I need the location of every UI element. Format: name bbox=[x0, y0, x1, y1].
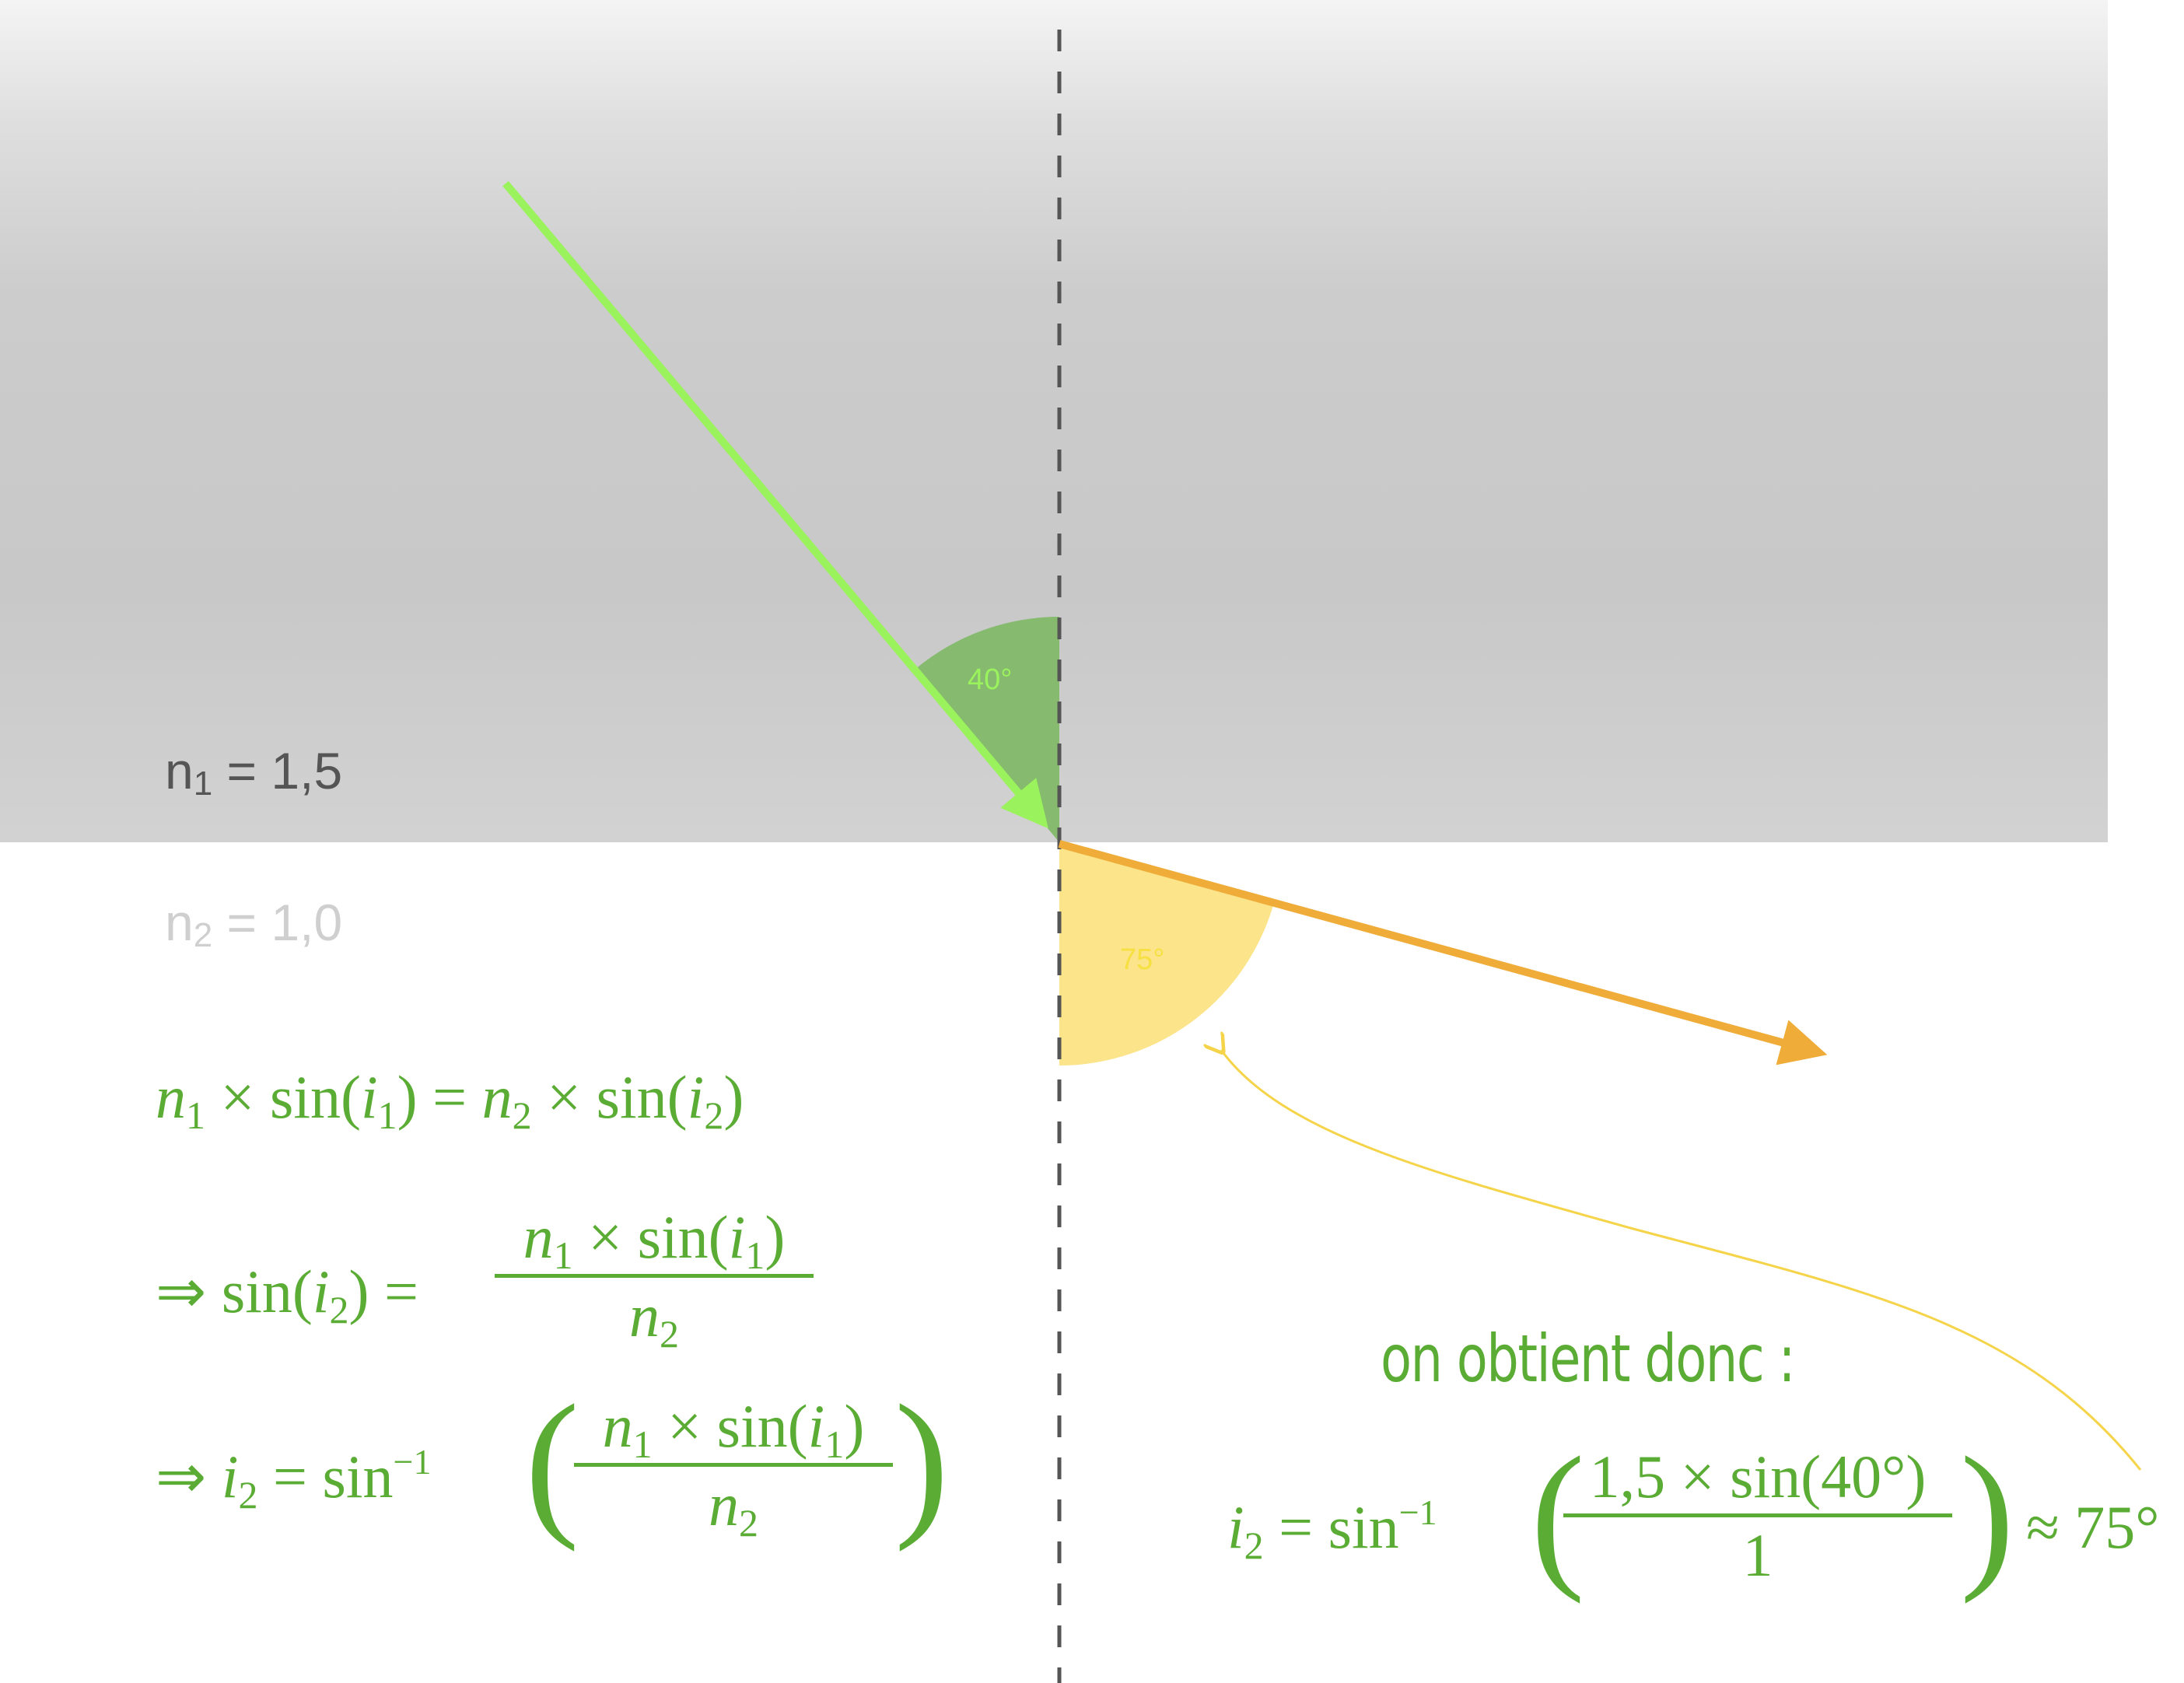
refracted-angle-label: 75° bbox=[1120, 943, 1165, 976]
incident-ray bbox=[502, 180, 1048, 829]
incident-angle-sector bbox=[915, 617, 1059, 842]
result-approx: ≈ 75° bbox=[2026, 1493, 2160, 1561]
conclusion-text: on obtient donc : bbox=[1381, 1321, 1796, 1397]
result-denominator: 1 bbox=[1742, 1521, 1773, 1589]
step2-numerator: n1 × sin(i1) bbox=[495, 1207, 814, 1278]
incident-angle-label: 40° bbox=[968, 663, 1013, 696]
annotation-arrow bbox=[1221, 1050, 2142, 1471]
step2-denominator: n2 bbox=[629, 1282, 679, 1356]
step3-denominator: n2 bbox=[709, 1471, 758, 1545]
step2-lhs: ⇒ sin(i2) = bbox=[156, 1258, 418, 1331]
step3-right-paren: ) bbox=[894, 1372, 949, 1552]
n1-label: n1 = 1,5 bbox=[165, 742, 343, 803]
result-right-paren: ) bbox=[1960, 1424, 2014, 1604]
result-lhs: i2 = sin−1 bbox=[1227, 1492, 1437, 1567]
step2-fraction: n1 × sin(i1) n2 bbox=[495, 1207, 814, 1356]
refracted-ray bbox=[1058, 840, 1828, 1065]
step3-numerator: n1 × sin(i1) bbox=[574, 1396, 893, 1467]
result-fraction: 1,5 × sin(40°) 1 bbox=[1563, 1447, 1952, 1586]
step3-fraction: n1 × sin(i1) n2 bbox=[574, 1396, 893, 1545]
step3-left-paren: ( bbox=[525, 1372, 579, 1552]
result-numerator: 1,5 × sin(40°) bbox=[1563, 1447, 1952, 1517]
n2-label: n2 = 1,0 bbox=[165, 894, 343, 954]
refracted-angle-sector bbox=[1059, 842, 1275, 1065]
step3-lhs: ⇒ i2 = sin−1 bbox=[156, 1442, 432, 1517]
snell-law-formula: n1 × sin(i1) = n2 × sin(i2) bbox=[156, 1063, 744, 1137]
